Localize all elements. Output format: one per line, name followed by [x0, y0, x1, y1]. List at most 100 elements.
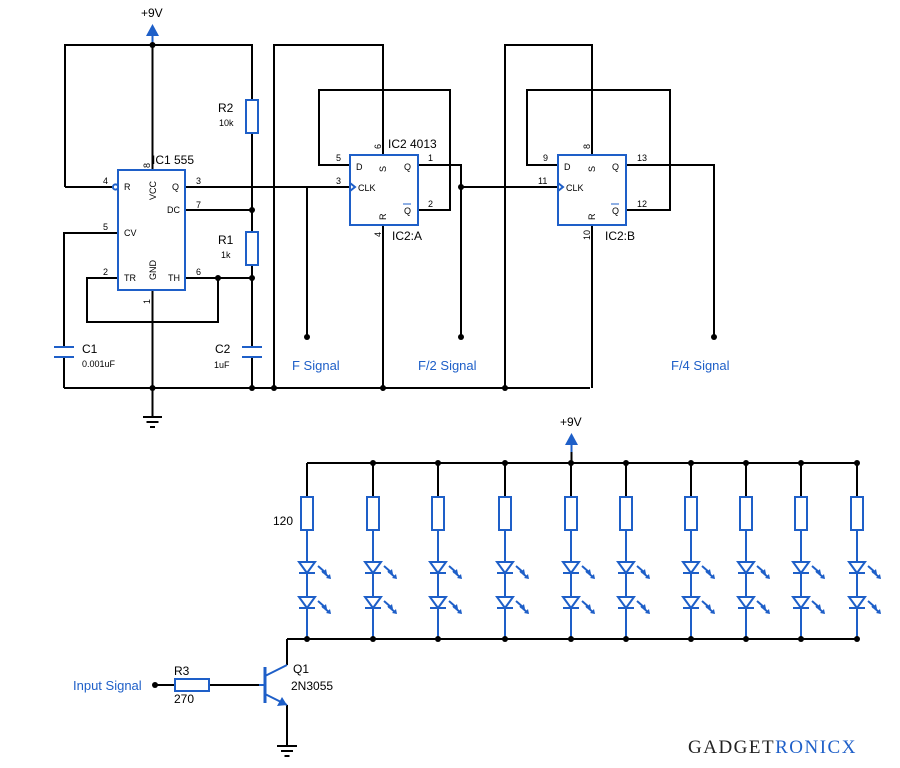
- led-icon: [736, 561, 770, 579]
- junction-dot: [743, 636, 749, 642]
- junctions-top: [149, 42, 717, 391]
- capacitor-c2: C2 1uF: [214, 342, 262, 370]
- svg-text:8: 8: [582, 144, 592, 149]
- svg-text:TH: TH: [168, 273, 180, 283]
- led-icon: [363, 561, 397, 579]
- resistor: [564, 496, 578, 531]
- resistor-r2: R2 10k: [218, 99, 259, 134]
- brand-logo: GADGETRONICX: [688, 737, 857, 758]
- svg-text:C1: C1: [82, 342, 98, 356]
- junction-dot: [304, 636, 310, 642]
- ic2-flipflop-b: D S Q CLK R Q 9 8 13 11 10 12 IC2:B: [538, 144, 647, 243]
- svg-text:Q: Q: [404, 206, 411, 216]
- resistor: [794, 496, 808, 531]
- junction-dot: [502, 460, 508, 466]
- svg-text:Q: Q: [612, 162, 619, 172]
- svg-text:R: R: [378, 213, 388, 220]
- led-icon: [495, 561, 529, 579]
- svg-text:1: 1: [142, 299, 152, 304]
- junction-dot: [568, 636, 574, 642]
- junction-dot: [743, 460, 749, 466]
- supply-9v-bottom: +9V: [560, 415, 582, 452]
- svg-text:2: 2: [103, 267, 108, 277]
- junction-dot: [688, 636, 694, 642]
- svg-text:R2: R2: [218, 101, 234, 115]
- svg-text:0.001uF: 0.001uF: [82, 359, 116, 369]
- svg-text:6: 6: [373, 144, 383, 149]
- svg-text:Q1: Q1: [293, 662, 309, 676]
- ic2-ref: IC2 4013: [388, 137, 437, 151]
- led-icon: [561, 561, 595, 579]
- svg-text:R: R: [124, 182, 131, 192]
- f4-signal-label: F/4 Signal: [671, 358, 730, 373]
- led-column-6: [616, 463, 650, 639]
- supply-9v-top: +9V: [141, 6, 163, 44]
- svg-text:CLK: CLK: [358, 183, 376, 193]
- svg-text:12: 12: [637, 199, 647, 209]
- svg-text:4: 4: [373, 232, 383, 237]
- emitter-arrow-icon: [277, 697, 287, 706]
- led-icon: [616, 561, 650, 579]
- junction-dot: [370, 460, 376, 466]
- led-icon: [363, 596, 397, 614]
- junction-dot: [435, 460, 441, 466]
- junction-dot: [502, 636, 508, 642]
- svg-text:D: D: [564, 162, 571, 172]
- resistor-120-label: 120: [273, 514, 293, 528]
- supply-label-bottom: +9V: [560, 415, 582, 429]
- svg-text:9: 9: [543, 153, 548, 163]
- svg-text:D: D: [356, 162, 363, 172]
- led-icon: [681, 561, 715, 579]
- svg-text:Q: Q: [404, 162, 411, 172]
- led-column-5: [561, 463, 595, 639]
- led-column-7: [681, 463, 715, 639]
- svg-text:10k: 10k: [219, 118, 234, 128]
- svg-text:13: 13: [637, 153, 647, 163]
- led-column-2: [363, 463, 397, 639]
- supply-arrow-icon: [146, 24, 159, 36]
- led-column-3: [428, 463, 462, 639]
- svg-text:R1: R1: [218, 233, 234, 247]
- resistor: [498, 496, 512, 531]
- junction-dot: [568, 460, 574, 466]
- svg-text:8: 8: [142, 163, 152, 168]
- svg-text:DC: DC: [167, 205, 180, 215]
- junction-dot: [798, 636, 804, 642]
- svg-text:CV: CV: [124, 228, 137, 238]
- svg-text:CLK: CLK: [566, 183, 584, 193]
- resistor: [619, 496, 633, 531]
- capacitor-c1: C1 0.001uF: [54, 342, 116, 369]
- led-icon: [791, 596, 825, 614]
- led-column-10: [847, 463, 881, 639]
- svg-text:R: R: [587, 213, 597, 220]
- led-column-8: [736, 463, 770, 639]
- svg-text:Q: Q: [612, 206, 619, 216]
- svg-text:IC2:B: IC2:B: [605, 229, 635, 243]
- svg-text:3: 3: [196, 176, 201, 186]
- junction-dot: [798, 460, 804, 466]
- resistor-r3: R3 270: [174, 664, 210, 706]
- svg-text:S: S: [378, 166, 388, 172]
- resistor: [366, 496, 380, 531]
- svg-text:10: 10: [582, 230, 592, 240]
- svg-text:S: S: [587, 166, 597, 172]
- svg-text:5: 5: [103, 222, 108, 232]
- svg-text:C2: C2: [215, 342, 231, 356]
- led-icon: [736, 596, 770, 614]
- led-column-9: [791, 463, 825, 639]
- svg-text:270: 270: [174, 692, 194, 706]
- led-icon: [847, 561, 881, 579]
- led-icon: [791, 561, 825, 579]
- input-signal-label: Input Signal: [73, 678, 142, 693]
- led-icon: [616, 596, 650, 614]
- svg-text:2N3055: 2N3055: [291, 679, 333, 693]
- svg-text:TR: TR: [124, 273, 136, 283]
- svg-text:4: 4: [103, 176, 108, 186]
- resistor: [300, 496, 314, 531]
- junction-dot: [435, 636, 441, 642]
- junction-dot: [854, 460, 860, 466]
- svg-text:Q: Q: [172, 182, 179, 192]
- svg-text:1: 1: [428, 153, 433, 163]
- junction-dot: [623, 460, 629, 466]
